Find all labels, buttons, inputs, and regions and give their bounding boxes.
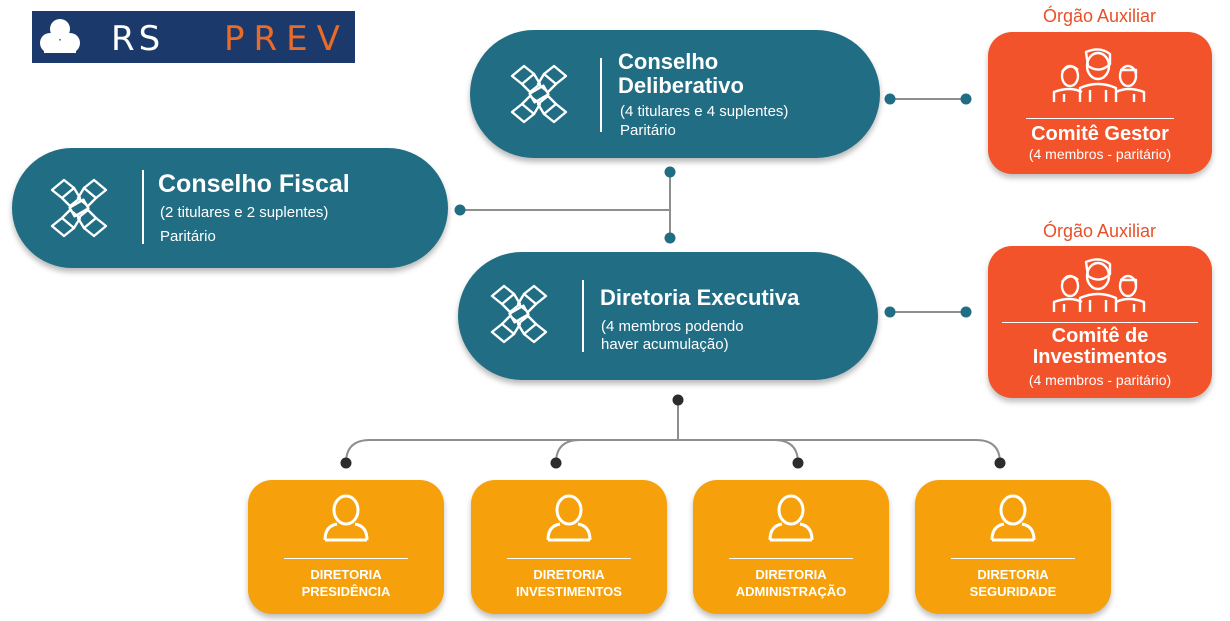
node-detail: (2 titulares e 2 suplentes) [160,204,329,221]
handshake-icon [510,64,568,124]
separator [142,170,144,244]
handshake-icon [490,284,548,344]
orgao-auxiliar-label: Órgão Auxiliar [1043,6,1157,26]
comite-investimentos-node: Comitê de Investimentos (4 membros - par… [988,246,1212,398]
node-type: Paritário [620,122,676,139]
separator [600,58,602,132]
diretoria-administracao-node: DIRETORIA ADMINISTRAÇÃO [693,480,889,614]
comite-title: Comitê de Investimentos [1032,325,1168,368]
node-detail: (4 titulares e 4 suplentes) [620,103,789,120]
divider [729,558,853,559]
person-icon [546,494,592,542]
divider [1002,322,1198,323]
person-icon [990,494,1036,542]
person-icon [768,494,814,542]
diretoria-investimentos-node: DIRETORIA INVESTIMENTOS [471,480,667,614]
diretoria-label: DIRETORIA PRESIDÊNCIA [301,567,391,599]
node-type: Paritário [160,228,216,245]
diretoria-label: DIRETORIA INVESTIMENTOS [516,567,622,599]
diretoria-label: DIRETORIA ADMINISTRAÇÃO [735,567,847,599]
conselho-deliberativo-node: Conselho Deliberativo (4 titulares e 4 s… [470,30,880,158]
orgao-auxiliar-label: Órgão Auxiliar [1043,221,1157,241]
divider [507,558,631,559]
diretoria-label: DIRETORIA SEGURIDADE [969,567,1057,599]
clover-logo-icon [40,19,80,53]
logo-rs-text: RS [111,19,165,59]
conselho-fiscal-node: Conselho Fiscal (2 titulares e 2 suplent… [12,148,448,268]
group-people-icon [1052,48,1146,104]
node-title: Diretoria Executiva [600,285,800,310]
diretoria-presidencia-node: DIRETORIA PRESIDÊNCIA [248,480,444,614]
diretoria-executiva-node: Diretoria Executiva (4 membros podendo h… [458,252,878,380]
comite-gestor-node: Comitê Gestor (4 membros - paritário) [988,32,1212,174]
comite-title: Comitê Gestor [1031,123,1169,145]
person-icon [323,494,369,542]
comite-sub: (4 membros - paritário) [1028,146,1172,162]
group-people-icon [1052,258,1146,314]
logo-prev-text: PREV [224,19,349,59]
handshake-icon [50,178,108,238]
divider [284,558,408,559]
divider [1026,118,1174,119]
node-title: Conselho Deliberativo [618,49,744,98]
node-title: Conselho Fiscal [158,170,350,198]
node-detail-line1: (4 membros podendo [601,318,744,335]
diretoria-seguridade-node: DIRETORIA SEGURIDADE [915,480,1111,614]
divider [951,558,1075,559]
separator [582,280,584,352]
comite-sub: (4 membros - paritário) [1028,372,1172,388]
node-detail-line2: haver acumulação) [601,336,729,353]
rsprev-logo: RS PREV [32,11,355,63]
